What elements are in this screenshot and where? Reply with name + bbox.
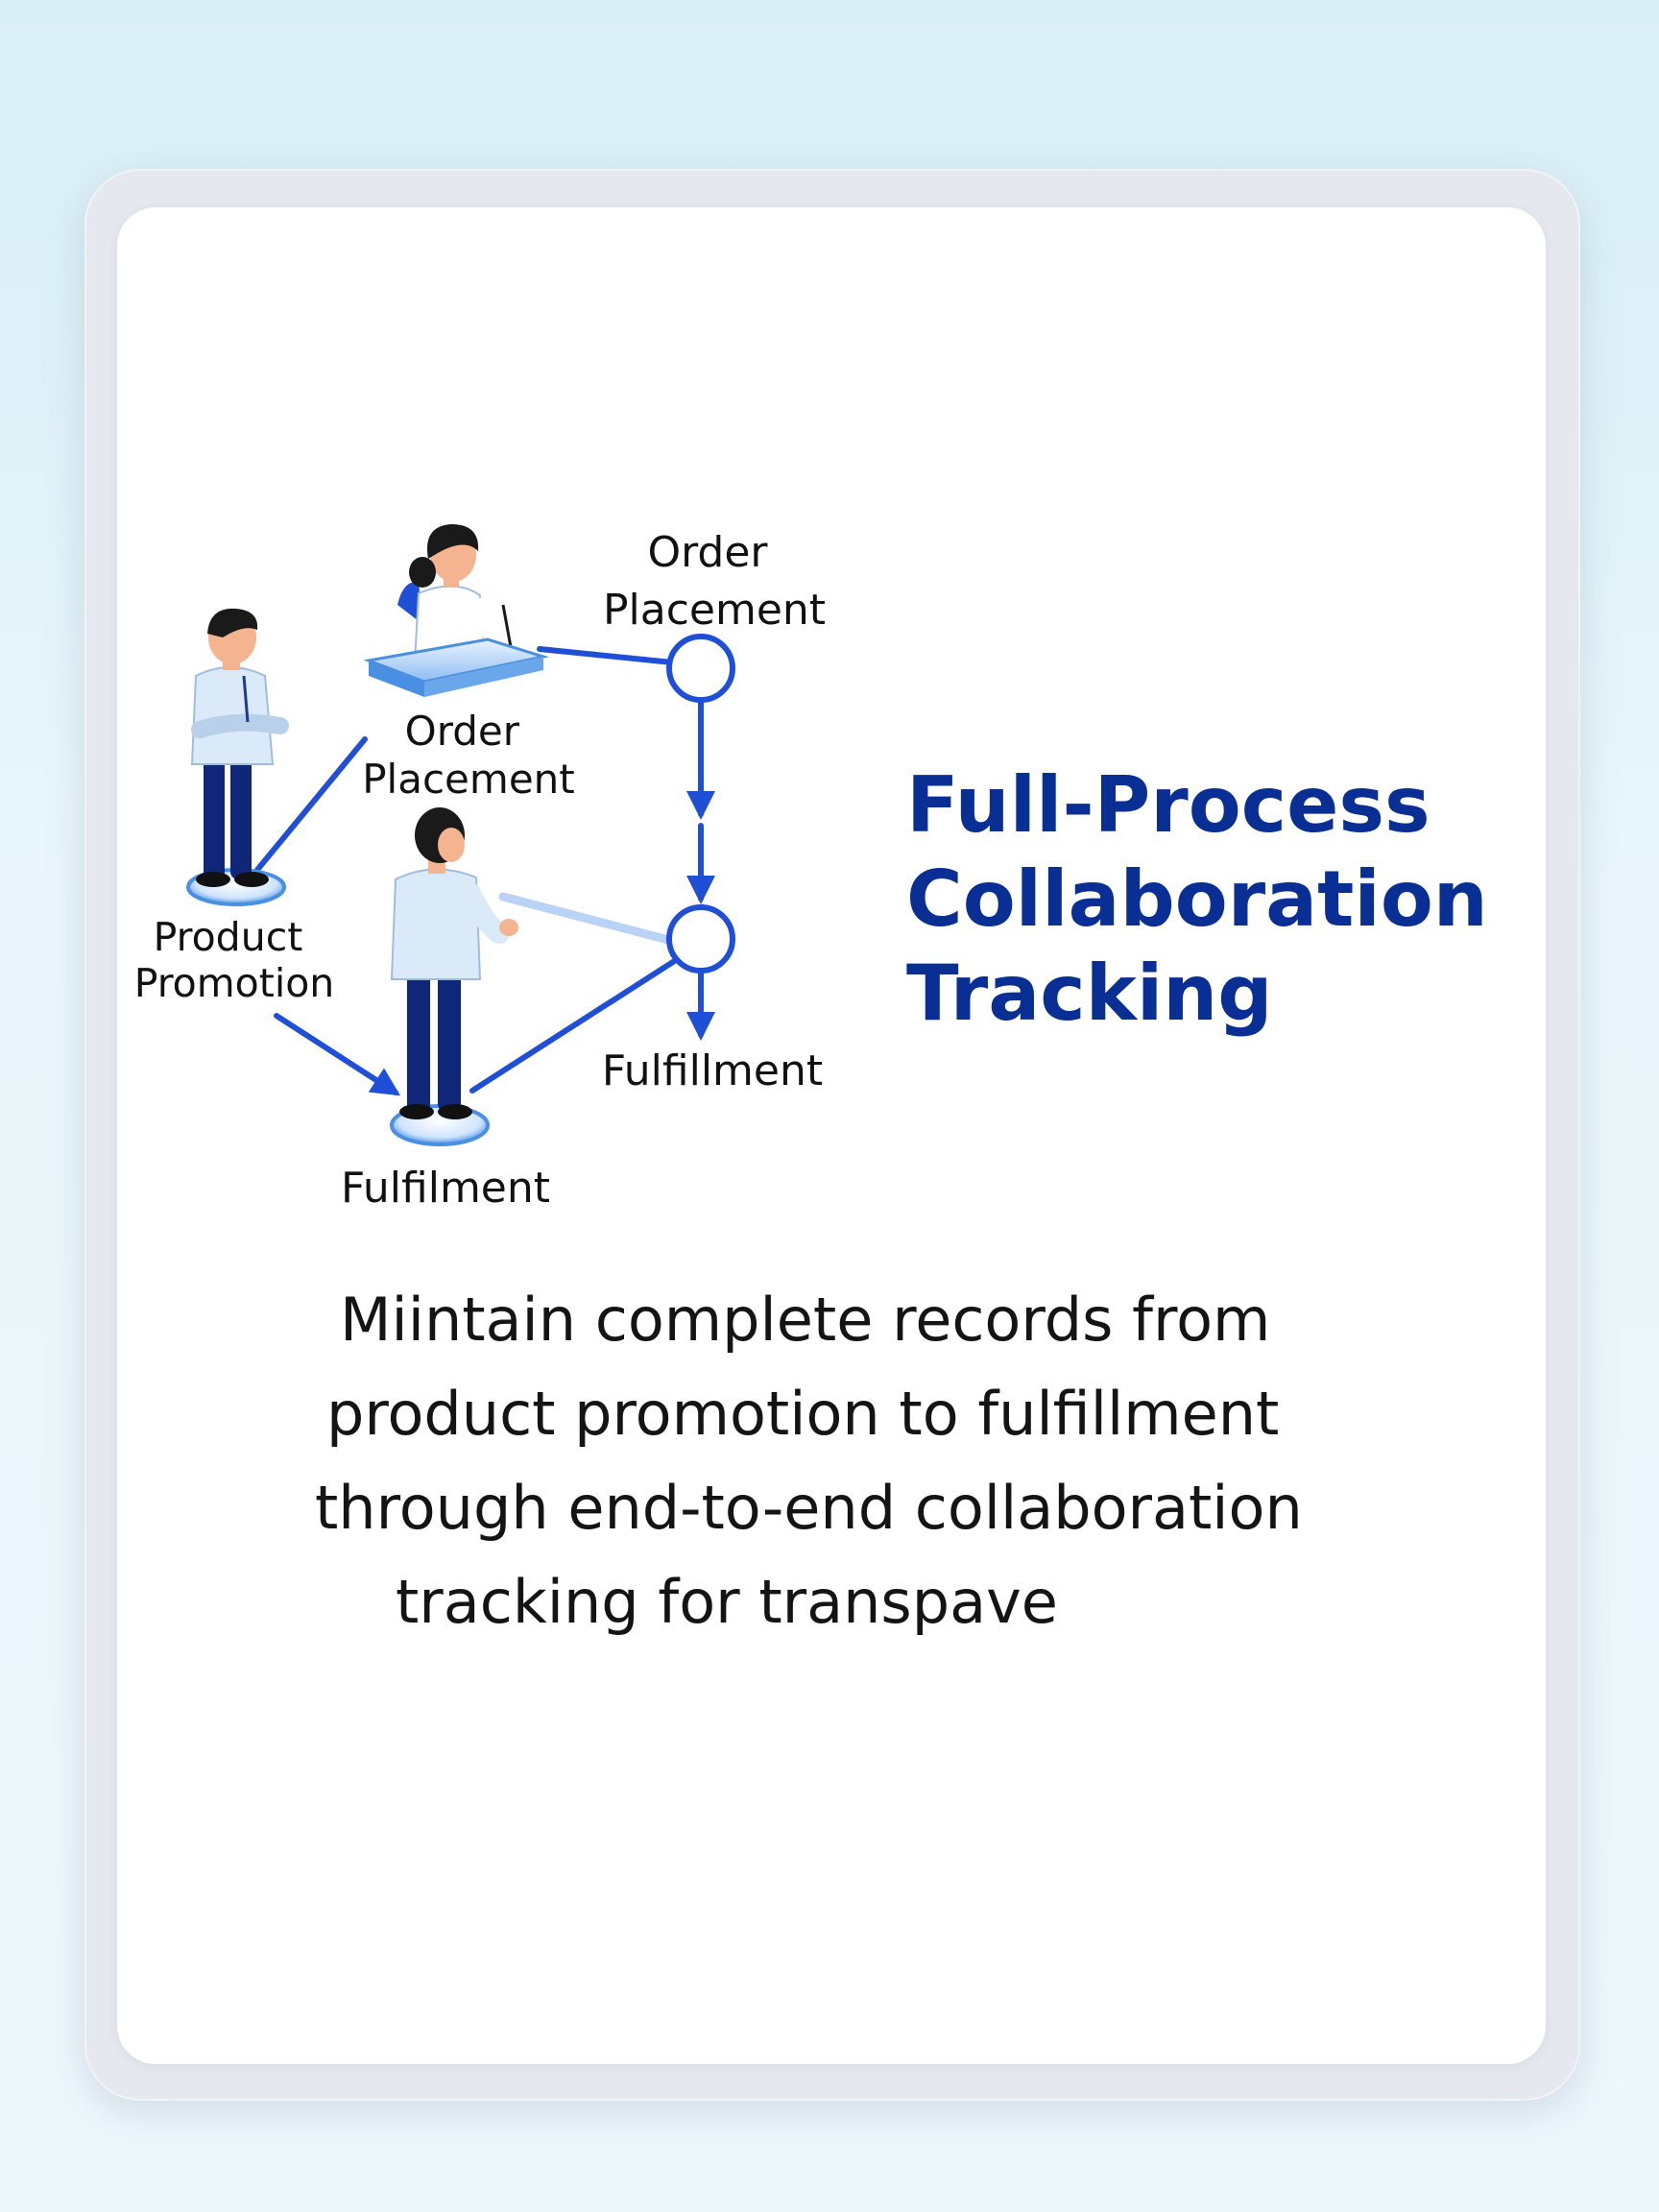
label-order-placement-top-line2: Placement xyxy=(603,586,826,635)
label-order-placement-top: Order Placement xyxy=(603,528,826,635)
description-line-3: through end-to-end collaboration xyxy=(315,1473,1303,1543)
connector-promotion-to-fulfilment xyxy=(274,1013,401,1096)
label-order-placement-mid: Order Placement xyxy=(362,708,575,803)
title-line-3: Tracking xyxy=(906,949,1273,1038)
person-order-placement xyxy=(363,524,549,697)
title-line-1: Full-Process xyxy=(906,760,1431,850)
diagram-labels: Order Placement Order Placement Product … xyxy=(134,528,826,1213)
label-product-promotion-line2: Promotion xyxy=(134,960,335,1006)
page-title: Full-Process Collaboration Tracking xyxy=(906,758,1521,1041)
label-fulfillment-right: Fulfillment xyxy=(602,1046,823,1095)
label-order-placement-mid-line1: Order xyxy=(405,708,520,755)
content-card xyxy=(117,207,1546,2064)
label-product-promotion-line1: Product xyxy=(154,914,303,960)
connector-desk-to-node-top xyxy=(537,646,675,665)
description-line-1: Miintain complete records from xyxy=(340,1285,1271,1355)
label-fulfilment-bottom: Fulfilment xyxy=(341,1164,550,1213)
connector-promotion-to-desk xyxy=(254,736,368,873)
label-product-promotion: Product Promotion xyxy=(134,914,335,1006)
description-line-4: tracking for transpave xyxy=(396,1567,1058,1637)
flow-connectors xyxy=(254,646,715,1096)
label-order-placement-top-line1: Order xyxy=(647,528,768,577)
node-fulfillment xyxy=(666,904,735,974)
person-fulfilment xyxy=(390,807,518,1146)
person-product-promotion xyxy=(186,608,289,906)
node-order-placement xyxy=(666,634,735,703)
label-order-placement-mid-line2: Placement xyxy=(362,756,575,803)
pointer-beam xyxy=(498,892,677,946)
description: Miintain complete records from product p… xyxy=(305,1273,1419,1649)
description-line-2: product promotion to fulfillment xyxy=(326,1379,1280,1449)
title-line-2: Collaboration xyxy=(906,854,1488,944)
connector-node-mid-to-fulfilment xyxy=(469,957,679,1094)
